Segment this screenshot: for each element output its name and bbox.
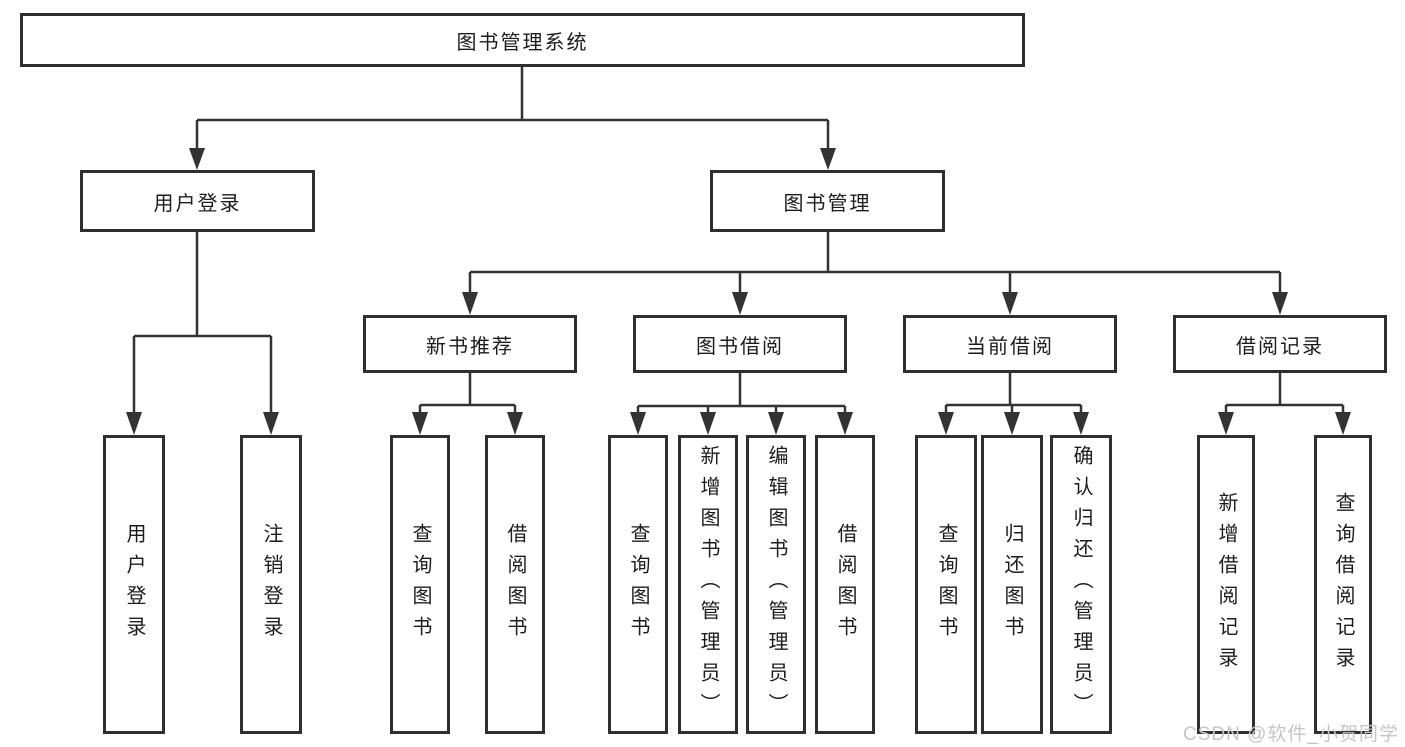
arrowhead bbox=[1002, 292, 1018, 315]
leaf-label: 借阅图书 bbox=[834, 522, 856, 647]
arrowhead bbox=[126, 412, 142, 435]
arrowhead bbox=[1335, 412, 1351, 435]
node-borrowing-records: 借阅记录 bbox=[1173, 315, 1387, 373]
leaf-add-book-admin: 新增图书（管理员） bbox=[678, 435, 738, 734]
node-label: 图书管理 bbox=[783, 192, 872, 215]
node-user-login: 用户登录 bbox=[80, 170, 315, 232]
arrowhead bbox=[462, 292, 478, 315]
leaf-return-book: 归还图书 bbox=[981, 435, 1043, 734]
leaf-label: 查询图书 bbox=[409, 522, 431, 647]
arrowhead bbox=[507, 412, 523, 435]
leaf-query-books-recommend: 查询图书 bbox=[390, 435, 450, 734]
arrowhead bbox=[412, 412, 428, 435]
node-label: 借阅记录 bbox=[1236, 335, 1324, 358]
node-book-management: 图书管理 bbox=[710, 170, 945, 232]
connector-current-borrowing bbox=[944, 373, 1083, 414]
node-label: 当前借阅 bbox=[966, 335, 1054, 358]
leaf-user-login: 用户登录 bbox=[103, 435, 165, 734]
node-label: 用户登录 bbox=[153, 192, 242, 215]
arrowhead bbox=[732, 292, 748, 315]
connector-book-management bbox=[468, 232, 1282, 294]
leaf-label: 新增借阅记录 bbox=[1215, 491, 1237, 678]
arrowhead bbox=[1004, 412, 1020, 435]
connector-book-borrowing bbox=[636, 373, 847, 414]
connector-root bbox=[195, 67, 830, 150]
leaf-query-books-borrowing: 查询图书 bbox=[608, 435, 668, 734]
leaf-label: 借阅图书 bbox=[504, 522, 526, 647]
arrowhead bbox=[1073, 412, 1089, 435]
leaf-label: 注销登录 bbox=[260, 522, 282, 647]
leaf-label: 查询图书 bbox=[627, 522, 649, 647]
leaf-label: 用户登录 bbox=[123, 522, 145, 647]
arrowhead bbox=[768, 412, 784, 435]
arrowhead bbox=[263, 412, 279, 435]
leaf-add-borrow-record: 新增借阅记录 bbox=[1197, 435, 1255, 734]
watermark: CSDN @软件_小贺同学 bbox=[1183, 724, 1399, 745]
arrowhead bbox=[700, 412, 716, 435]
arrowhead bbox=[1218, 412, 1234, 435]
node-current-borrowing: 当前借阅 bbox=[903, 315, 1117, 373]
node-new-book-recommend: 新书推荐 bbox=[363, 315, 577, 373]
leaf-logout: 注销登录 bbox=[240, 435, 302, 734]
arrowhead bbox=[938, 412, 954, 435]
leaf-label: 查询借阅记录 bbox=[1332, 491, 1354, 678]
leaf-label: 确认归还（管理员） bbox=[1070, 445, 1092, 724]
node-root: 图书管理系统 bbox=[20, 13, 1025, 67]
arrowhead bbox=[189, 148, 205, 170]
leaf-borrow-books-borrowing: 借阅图书 bbox=[815, 435, 875, 734]
node-book-borrowing: 图书借阅 bbox=[633, 315, 847, 373]
connector-new-book bbox=[418, 373, 517, 414]
leaf-query-books-current: 查询图书 bbox=[915, 435, 977, 734]
leaf-label: 新增图书（管理员） bbox=[697, 445, 719, 724]
node-label: 图书借阅 bbox=[696, 335, 784, 358]
arrowhead bbox=[837, 412, 853, 435]
leaf-label: 归还图书 bbox=[1001, 522, 1023, 647]
leaf-borrow-books-recommend: 借阅图书 bbox=[485, 435, 545, 734]
node-label: 新书推荐 bbox=[426, 335, 514, 358]
node-label: 图书管理系统 bbox=[456, 31, 589, 54]
connector-user-login bbox=[132, 232, 273, 414]
leaf-label: 编辑图书（管理员） bbox=[765, 445, 787, 724]
arrowhead bbox=[820, 148, 836, 170]
leaf-label: 查询图书 bbox=[935, 522, 957, 647]
leaf-query-borrow-record: 查询借阅记录 bbox=[1314, 435, 1372, 734]
arrowhead bbox=[1272, 292, 1288, 315]
leaf-confirm-return-admin: 确认归还（管理员） bbox=[1050, 435, 1112, 734]
leaf-edit-book-admin: 编辑图书（管理员） bbox=[746, 435, 806, 734]
connector-borrowing-records bbox=[1224, 373, 1345, 414]
arrowhead bbox=[630, 412, 646, 435]
